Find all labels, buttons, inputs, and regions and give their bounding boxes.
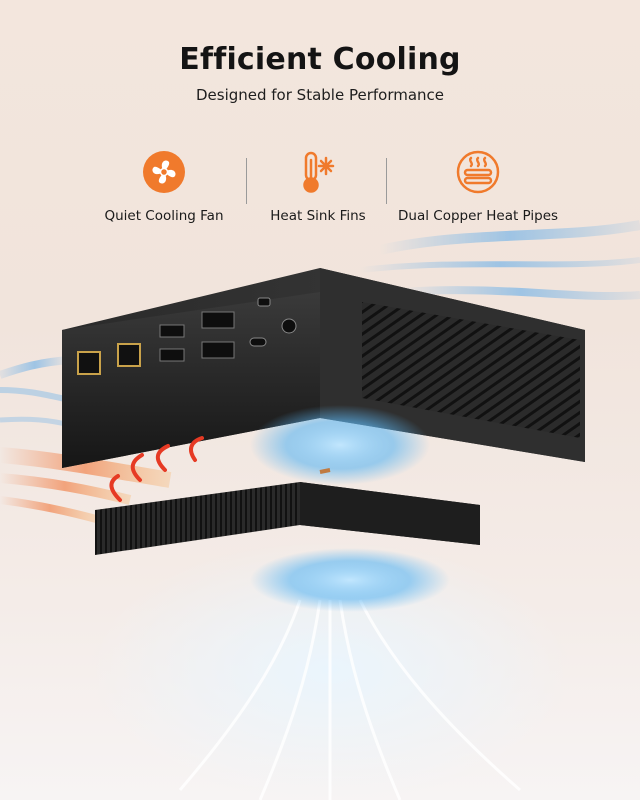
fan-glow — [250, 548, 450, 612]
feature-divider — [246, 158, 247, 204]
heat-pipes-icon — [456, 150, 500, 194]
feature-quiet-fan: Quiet Cooling Fan — [104, 150, 224, 224]
feature-label-heat-sink: Heat Sink Fins — [270, 208, 366, 224]
feature-label-quiet-fan: Quiet Cooling Fan — [104, 208, 224, 224]
feature-label-heat-pipes: Dual Copper Heat Pipes — [398, 208, 559, 224]
page-title: Efficient Cooling — [179, 42, 461, 77]
kensington-slot — [257, 297, 271, 307]
lan-port — [117, 343, 141, 367]
usb-port — [159, 348, 185, 362]
audio-jack — [281, 318, 297, 334]
displayport — [201, 311, 235, 329]
feature-heat-sink: Heat Sink Fins — [258, 150, 378, 224]
fan-icon — [143, 151, 185, 193]
page-subtitle: Designed for Stable Performance — [195, 86, 445, 104]
lan-port — [77, 351, 101, 375]
usb-c-port — [249, 337, 267, 347]
feature-divider — [386, 158, 387, 204]
usb-port — [159, 324, 185, 338]
heat-arrows — [109, 436, 204, 502]
downward-airflow — [178, 599, 521, 800]
hdmi-port — [201, 341, 235, 359]
feature-row: Quiet Cooling Fan Heat Sink Fins — [0, 150, 640, 230]
heatsink-assembly — [95, 468, 480, 612]
cool-airflow-streaks — [0, 220, 640, 428]
mini-pc — [62, 268, 585, 485]
feature-heat-pipes: Dual Copper Heat Pipes — [398, 150, 558, 224]
thermometer-snowflake-icon — [303, 151, 335, 193]
